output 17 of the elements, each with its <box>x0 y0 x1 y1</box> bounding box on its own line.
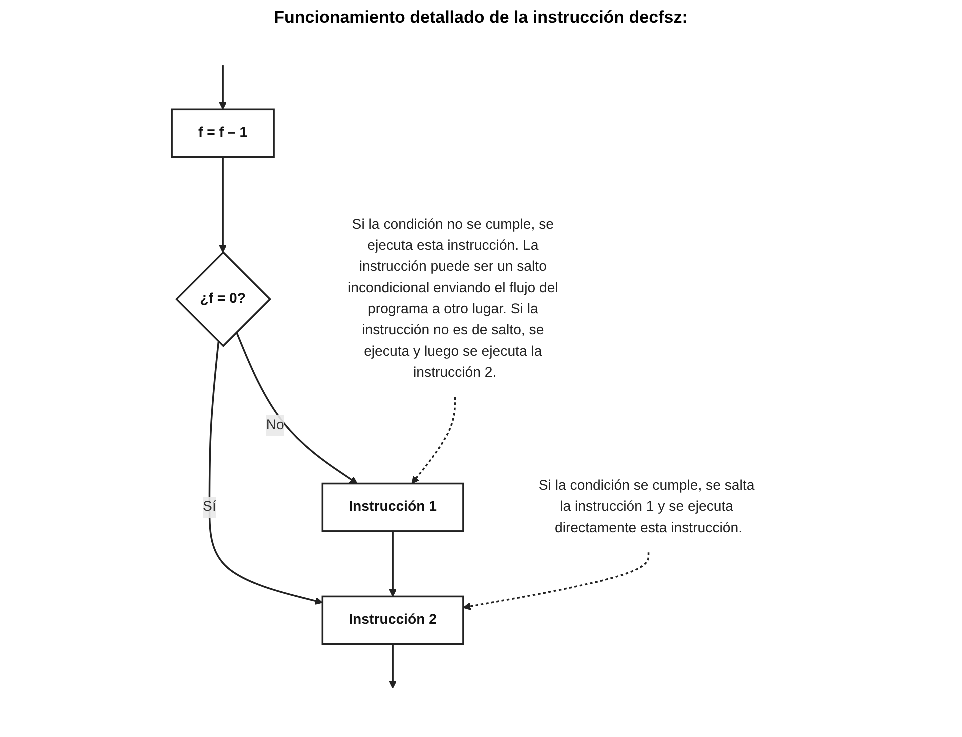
arrow <box>389 644 397 689</box>
arrow <box>219 157 227 253</box>
arrow <box>236 332 358 484</box>
node-box: f = f – 1 <box>171 108 275 158</box>
arrow <box>412 397 456 484</box>
edge-label: Sí <box>203 500 216 515</box>
diagram-title: Funcionamiento detallado de la instrucción decfsz: <box>273 8 689 28</box>
node-text: Si la condición no se cumple, se ejecuta esta instrucción. La instrucción puede ser un salto incondicional enviando el flujo del programa a otro lugar. Si la instrucción no es de salto, se ejecuta y luego se ejecuta la instrucción 2. <box>348 217 558 381</box>
arrow <box>463 552 650 610</box>
edge-label: No <box>266 418 284 433</box>
arrow <box>219 66 227 110</box>
node-diamond: ¿f = 0? <box>175 251 272 348</box>
node-box: Instrucción 1 <box>322 482 464 532</box>
arrow <box>389 531 397 598</box>
node-text: Si la condición se cumple, se salta la instrucción 1 y se ejecuta directamente esta instrucción. <box>538 478 755 536</box>
arrow <box>208 342 324 605</box>
node-box: Instrucción 2 <box>322 596 464 646</box>
